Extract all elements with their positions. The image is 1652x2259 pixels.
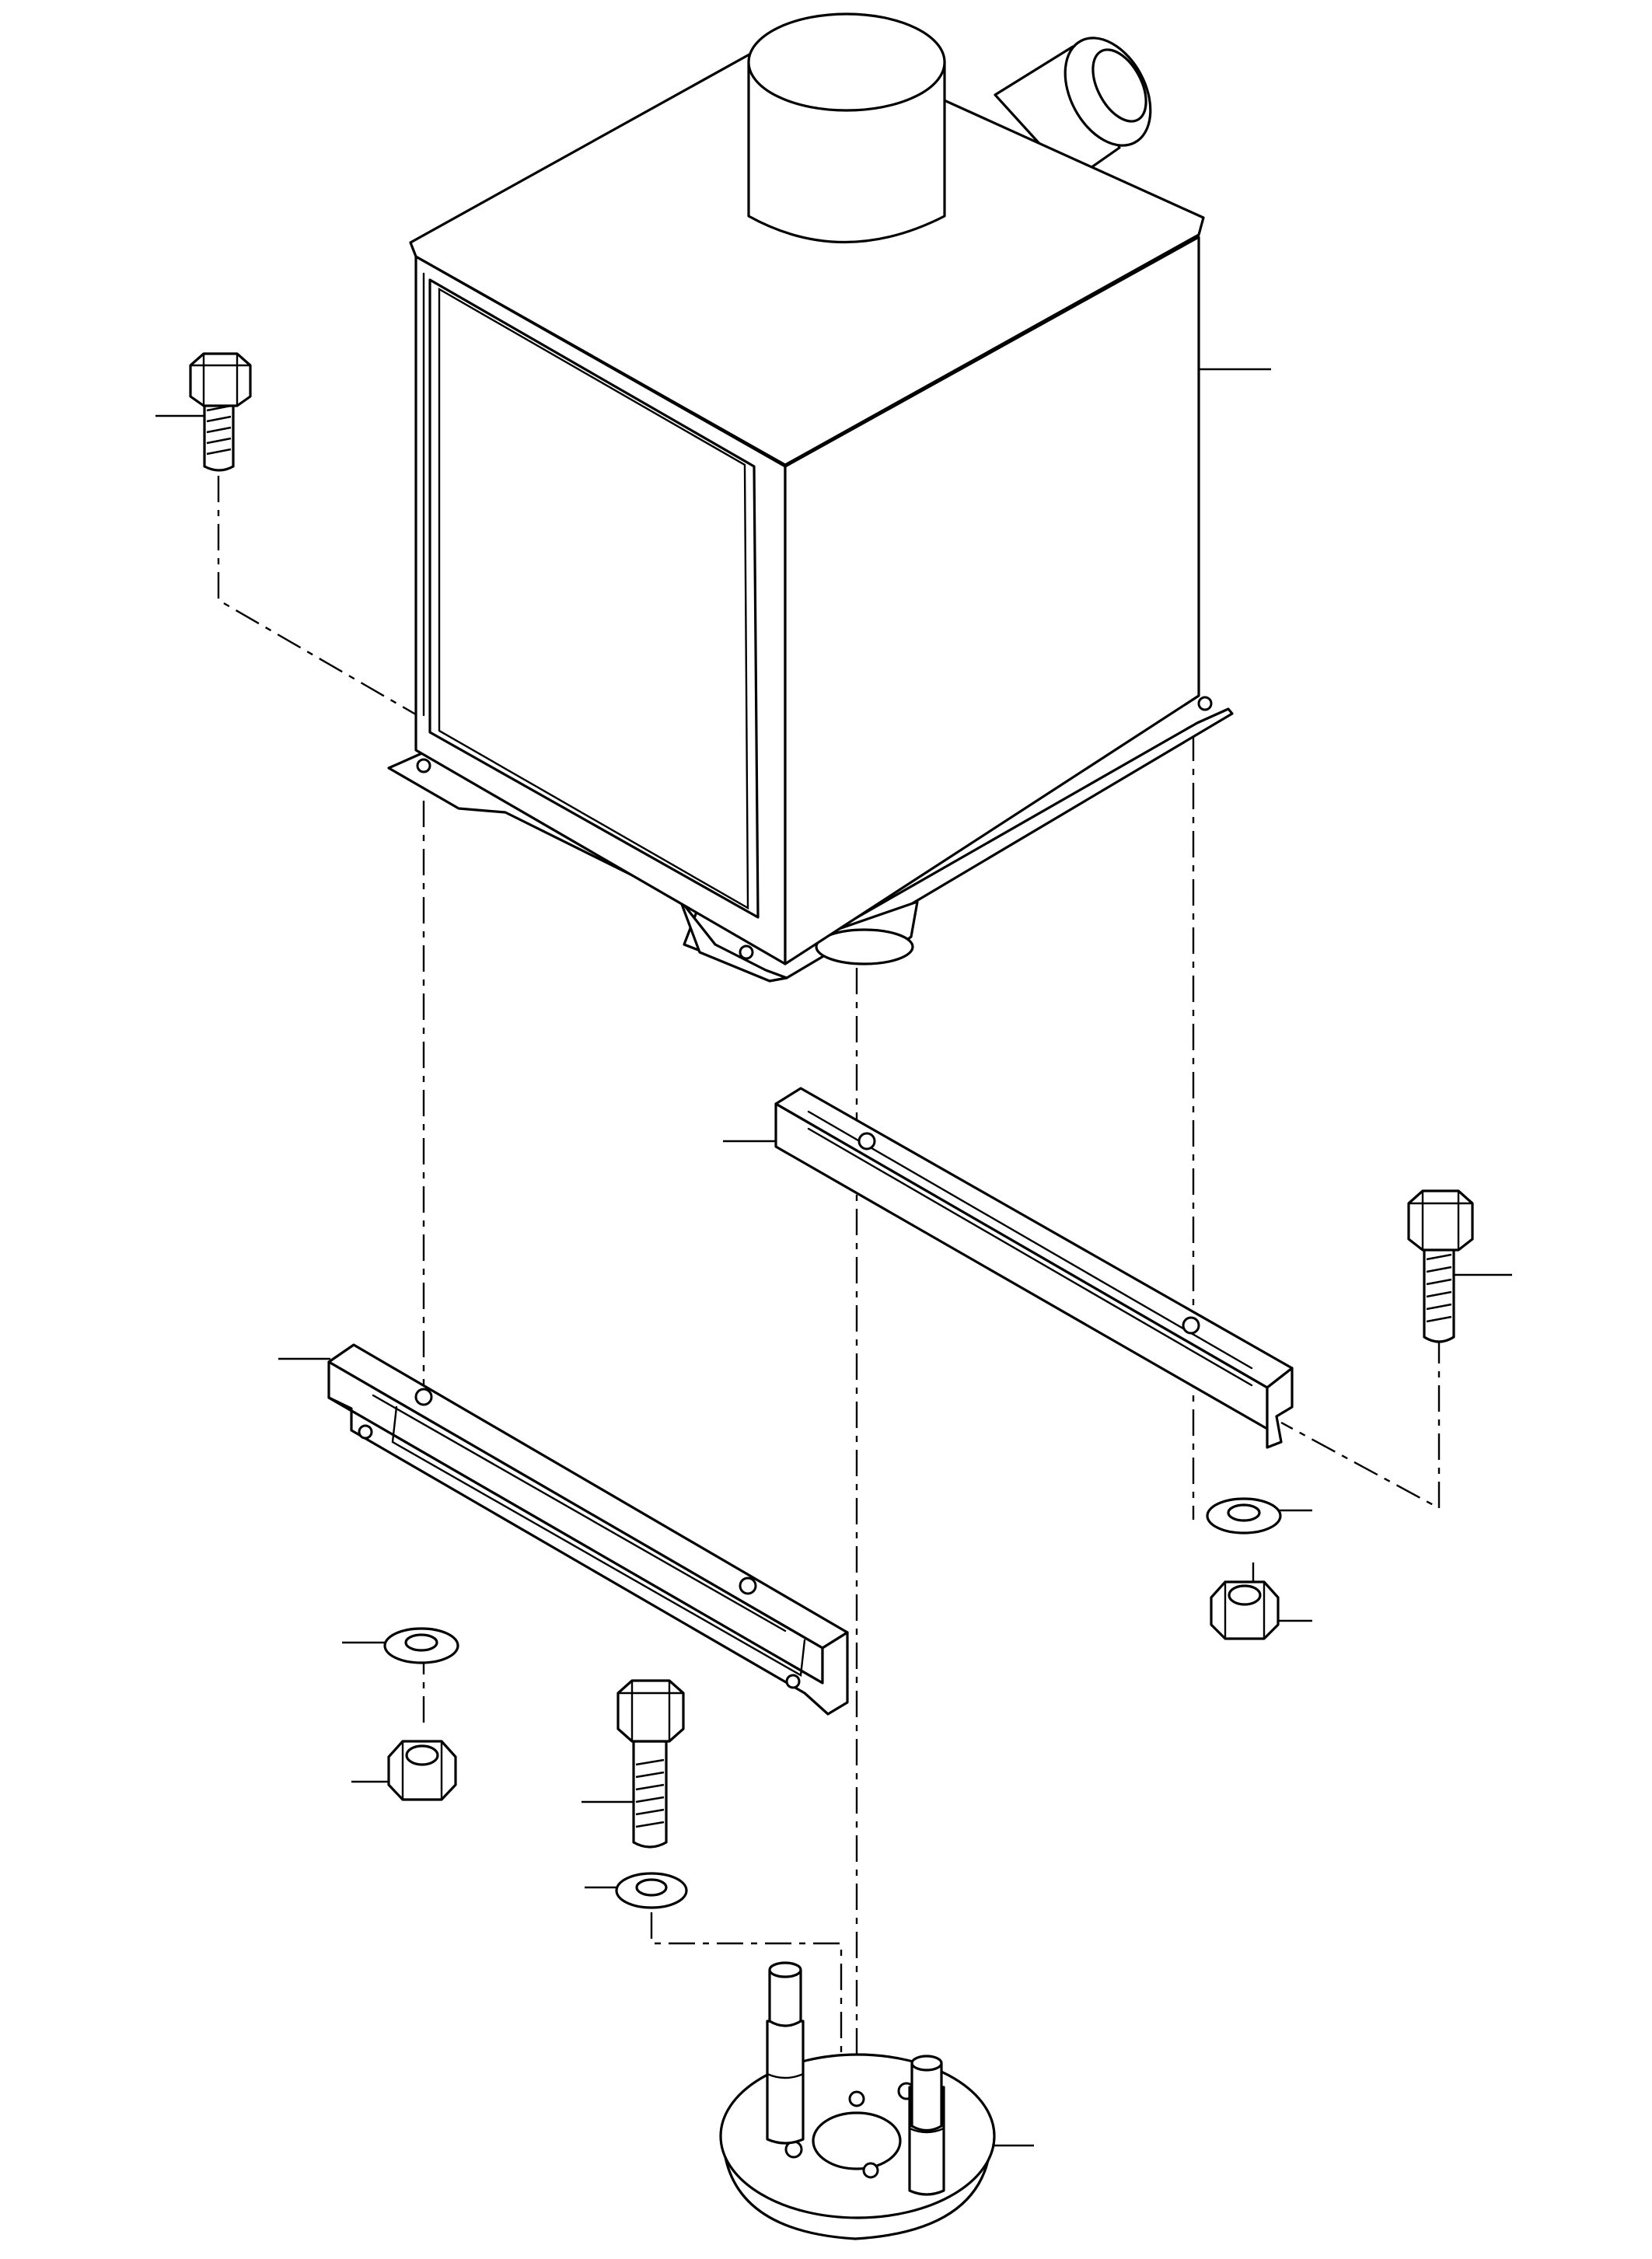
hex-bolt-right	[1407, 1189, 1474, 1343]
access-panel	[428, 278, 760, 919]
silencer-box	[387, 12, 1234, 983]
rubber-mount	[719, 1961, 996, 2240]
hex-nut-right	[1210, 1580, 1280, 1640]
mounting-channel-rear	[774, 1087, 1294, 1449]
inlet-pipe	[994, 37, 1152, 182]
mounting-channel-front	[327, 1343, 849, 1716]
hex-nut-left	[387, 1740, 457, 1801]
callout-leaders	[155, 368, 1512, 2147]
flat-washer-left	[383, 1627, 459, 1664]
top-tailpipe	[747, 12, 946, 243]
outlet-pipe	[815, 900, 919, 965]
flat-washer-right	[1206, 1497, 1282, 1535]
box-right-face	[784, 236, 1200, 965]
flat-washer-lower	[615, 1872, 688, 1909]
hex-bolt-lower	[616, 1679, 685, 1849]
hex-bolt-upper-left	[189, 352, 252, 472]
front-foot	[679, 899, 788, 983]
